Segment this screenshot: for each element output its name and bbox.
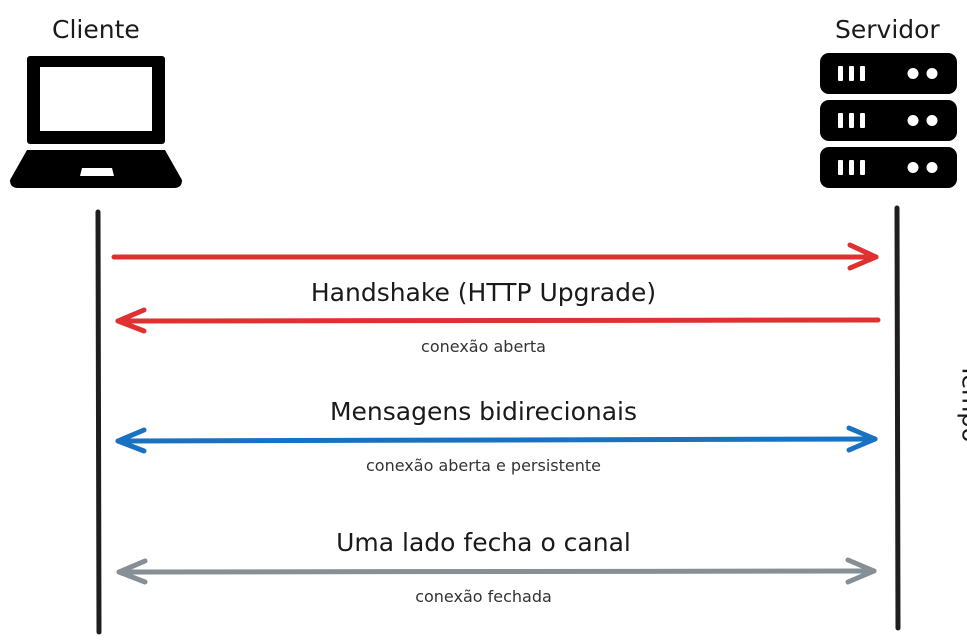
server-rack-icon (820, 53, 957, 188)
bidirectional-messages-arrow (115, 425, 878, 454)
time-axis-label: Tempo (957, 363, 967, 443)
close-note: conexão fechada (415, 587, 552, 606)
handshake-label: Handshake (HTTP Upgrade) (310, 278, 657, 307)
client-lifeline (95, 209, 102, 635)
handshake-note: conexão aberta (421, 337, 546, 356)
handshake-request-arrow (111, 242, 879, 271)
client-label: Cliente (52, 15, 140, 44)
bidirectional-note: conexão aberta e persistente (366, 456, 601, 475)
close-label: Uma lado fecha o canal (336, 528, 631, 557)
server-label: Servidor (835, 15, 940, 44)
laptop-icon (10, 56, 182, 188)
handshake-response-arrow (115, 307, 881, 334)
channel-closed-arrow (116, 557, 877, 585)
bidirectional-label: Mensagens bidirecionais (329, 397, 638, 426)
server-lifeline (894, 205, 901, 631)
